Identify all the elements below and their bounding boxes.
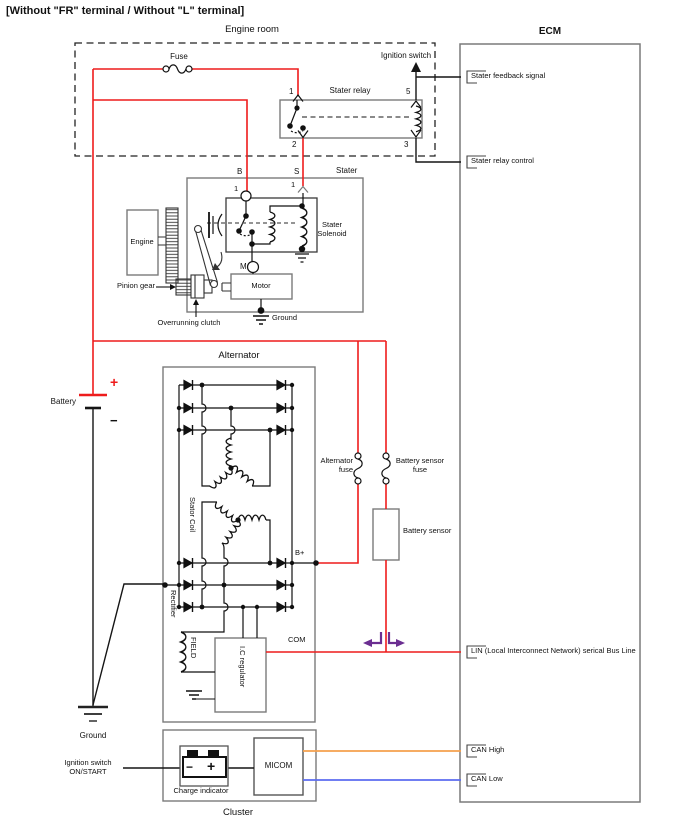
field-coil — [180, 631, 187, 673]
battery-sensor-box — [372, 508, 400, 561]
starter-ground-label: Ground — [272, 313, 298, 322]
overrunning-clutch-body — [190, 274, 205, 299]
black-wires — [85, 72, 461, 769]
shift-lever — [194, 228, 219, 286]
starter-relay-box — [279, 99, 423, 139]
alternator-label: Alternator — [218, 350, 260, 361]
battery-plus: + — [110, 374, 119, 390]
alternator-fuse-label: Alternator fuse — [320, 456, 353, 474]
red-power-wires — [79, 68, 461, 653]
battery-sensor-fuse-label: Battery sensor fuse — [395, 456, 445, 474]
motor-label: Motor — [251, 281, 271, 290]
ecm-terminal-can-high: CAN High — [471, 745, 505, 754]
engine-box — [126, 209, 159, 276]
charge-indicator-minus: − — [186, 760, 194, 774]
solenoid-label: Stater Solenoid — [317, 220, 347, 238]
b-plus-label: B+ — [295, 548, 305, 557]
relay-pin-1: 1 — [289, 87, 294, 96]
overrunning-clutch-label: Overrunning clutch — [157, 318, 221, 327]
charge-indicator-label: Charge indicator — [173, 786, 229, 795]
pinion-gear — [175, 278, 192, 296]
ecm-box — [459, 43, 641, 803]
ecm-terminal-lin: LIN (Local Interconnect Network) serical… — [471, 646, 636, 655]
starter-internals — [207, 185, 309, 325]
micom-box — [253, 737, 304, 796]
alternator-box — [162, 366, 316, 723]
component-boxes — [126, 99, 423, 802]
rectifier-label: Rectifier — [169, 590, 178, 618]
alternator-fuse-symbol — [353, 452, 363, 485]
cluster-label: Cluster — [222, 807, 254, 818]
ground-symbol-left — [78, 705, 108, 722]
ic-regulator-label: I.C regulator — [238, 646, 247, 688]
ecm-terminal-relay-control: Stater relay control — [471, 156, 534, 165]
ground-left-label: Ground — [79, 731, 107, 740]
starter-pin-s: 1 — [291, 180, 296, 189]
fuse-label: Fuse — [170, 52, 188, 61]
micom-label: MICOM — [264, 761, 293, 770]
ignition-switch-arrow — [411, 62, 421, 72]
relay-pin-3: 3 — [404, 140, 409, 149]
ignition-switch-label: Ignition switch — [380, 51, 432, 60]
battery-label: Battery — [50, 397, 76, 406]
lin-direction-arrows — [363, 632, 405, 647]
ic-regulator-box — [214, 637, 267, 713]
pinion-gear-label: Pinion gear — [117, 281, 155, 290]
relay-pin-5: 5 — [406, 87, 411, 96]
starter-terminal-b: B — [237, 167, 243, 176]
starter-mechanical — [156, 207, 231, 317]
charge-indicator-plus: + — [207, 758, 216, 774]
ecm-terminal-can-low: CAN Low — [471, 774, 503, 783]
starter-terminal-s: S — [294, 167, 300, 176]
relay-control-wire — [415, 138, 461, 163]
ecm-terminal-brackets — [466, 70, 486, 787]
starter-terminal-m: M — [240, 262, 247, 271]
starter-relay-internals — [287, 94, 422, 139]
main-fuse — [162, 64, 193, 74]
cluster-box — [162, 729, 317, 802]
page-title: [Without "FR" terminal / Without "L" ter… — [6, 5, 245, 17]
field-label: FIELD — [189, 637, 198, 659]
solenoid-box — [225, 197, 318, 253]
alternator-ground-wire — [92, 583, 165, 706]
b-plus-junction — [313, 560, 319, 566]
ring-gear — [165, 207, 179, 284]
ecm-title: ECM — [538, 26, 562, 37]
engine-room-box — [74, 42, 436, 157]
battery-minus: − — [110, 413, 118, 428]
battery-sensor-label: Battery sensor — [403, 526, 452, 535]
ecm-terminal-feedback: Stater feedback signal — [471, 71, 546, 80]
charge-indicator-symbol — [179, 745, 229, 787]
battery-sensor-fuse-symbol — [381, 452, 391, 485]
com-label: COM — [288, 635, 306, 644]
starter-box — [186, 177, 364, 313]
starter-label: Stater — [336, 166, 358, 175]
cluster-ignition-switch-label: Ignition switch ON/START — [64, 758, 112, 776]
engine-room-label: Engine room — [225, 24, 279, 35]
stator-coil-label: Stator Coil — [188, 497, 197, 533]
starter-relay-label: Stater relay — [329, 86, 371, 95]
relay-pin-2: 2 — [292, 140, 297, 149]
alternator-internals — [162, 379, 319, 700]
engine-label: Engine — [130, 237, 154, 246]
starter-pin-b: 1 — [234, 184, 239, 193]
